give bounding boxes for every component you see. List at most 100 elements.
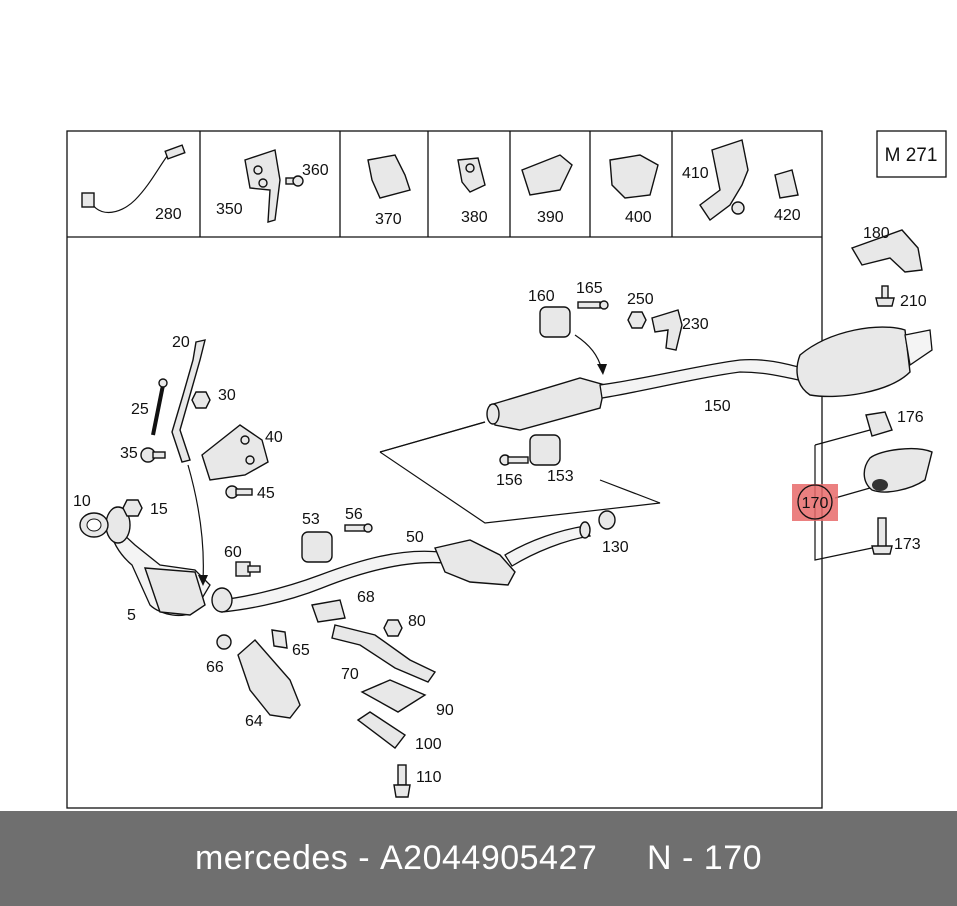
header-label-280: 280 [155, 206, 182, 223]
footer-banner: mercedes - A2044905427 N - 170 [0, 811, 957, 906]
bolt-56-drawing [344, 523, 373, 533]
rod-25-drawing [151, 378, 168, 436]
header-label-420: 420 [774, 207, 801, 224]
bracket-410-drawing [699, 139, 749, 222]
gasket-10-drawing [79, 512, 109, 538]
bracket-350-drawing [244, 149, 281, 223]
clamp-130-drawing [598, 510, 616, 530]
bracket-65-drawing [271, 629, 288, 649]
callout-173[interactable]: 173 [894, 536, 921, 553]
callout-250[interactable]: 250 [627, 291, 654, 308]
callout-210[interactable]: 210 [900, 293, 927, 310]
callout-100[interactable]: 100 [415, 736, 442, 753]
footer-separator: - [358, 839, 371, 877]
callout-70[interactable]: 70 [341, 666, 359, 683]
header-label-380: 380 [461, 209, 488, 226]
callout-20[interactable]: 20 [172, 334, 190, 351]
bolt-60-drawing [235, 561, 261, 577]
footer-position: N - 170 [647, 839, 763, 877]
nut-15-drawing [122, 499, 143, 517]
callout-53[interactable]: 53 [302, 511, 320, 528]
intermediate-pipe-50-drawing [211, 521, 591, 613]
bolt-45-drawing [225, 485, 253, 499]
header-label-400: 400 [625, 209, 652, 226]
tail-pipe-170-drawing [863, 447, 933, 493]
footer-brand: mercedes [194, 839, 349, 877]
bolt-156-drawing [499, 454, 529, 466]
hanger-153-drawing [529, 434, 561, 466]
callout-153[interactable]: 153 [547, 468, 574, 485]
bolt-210-drawing [875, 285, 895, 307]
callout-40[interactable]: 40 [265, 429, 283, 446]
callout-5[interactable]: 5 [127, 607, 136, 624]
bracket-400-drawing [609, 154, 659, 199]
strap-70-drawing [331, 624, 437, 683]
nut-250-drawing [627, 311, 647, 329]
callout-176[interactable]: 176 [897, 409, 924, 426]
nut-66-drawing [216, 634, 232, 650]
mount-100-drawing [356, 711, 407, 749]
callout-60[interactable]: 60 [224, 544, 242, 561]
bolt-35-drawing [140, 447, 166, 463]
callout-150[interactable]: 150 [704, 398, 731, 415]
callout-80[interactable]: 80 [408, 613, 426, 630]
hanger-160-drawing [539, 306, 571, 338]
clip-176-drawing [865, 411, 893, 437]
bracket-40-drawing [201, 424, 269, 481]
clip-420-drawing [774, 169, 799, 199]
callout-circle-170 [797, 484, 833, 520]
bolt-360-drawing [285, 175, 304, 187]
bolt-173-drawing [871, 517, 893, 555]
highlight-box [792, 484, 838, 521]
footer-part-number: A2044905427 [380, 839, 598, 877]
callout-170[interactable]: 170 [802, 495, 829, 512]
callout-65[interactable]: 65 [292, 642, 310, 659]
clamp-380-drawing [457, 157, 486, 193]
callout-35[interactable]: 35 [120, 445, 138, 462]
header-label-390: 390 [537, 209, 564, 226]
oxygen-sensor-drawing [81, 144, 186, 213]
header-label-410: 410 [682, 165, 709, 182]
bolt-165-drawing [577, 300, 609, 310]
nut-30-drawing [191, 391, 211, 409]
header-label-350: 350 [216, 201, 243, 218]
bolt-110-drawing [393, 764, 411, 798]
exhaust-system-diagram: M 271 280 350 360 370 [66, 130, 947, 809]
bracket-180-drawing [850, 229, 923, 273]
callout-30[interactable]: 30 [218, 387, 236, 404]
model-code: M 271 [885, 145, 938, 166]
callout-25[interactable]: 25 [131, 401, 149, 418]
callout-45[interactable]: 45 [257, 485, 275, 502]
model-code-box [876, 130, 947, 178]
callout-160[interactable]: 160 [528, 288, 555, 305]
gasket-90-drawing [360, 679, 427, 713]
callout-66[interactable]: 66 [206, 659, 224, 676]
diagram-frame [66, 130, 823, 809]
clamp-370-drawing [367, 154, 411, 199]
callout-56[interactable]: 56 [345, 506, 363, 523]
center-muffler-drawing [486, 359, 811, 431]
callout-110[interactable]: 110 [416, 769, 442, 786]
downpipe-catalyst-drawing [105, 506, 211, 617]
callout-50[interactable]: 50 [406, 529, 424, 546]
callout-230[interactable]: 230 [682, 316, 709, 333]
callout-15[interactable]: 15 [150, 501, 168, 518]
callout-64[interactable]: 64 [245, 713, 263, 730]
callout-90[interactable]: 90 [436, 702, 454, 719]
header-label-360: 360 [302, 162, 329, 179]
callout-10[interactable]: 10 [73, 493, 91, 510]
callout-156[interactable]: 156 [496, 472, 523, 489]
bracket-230-drawing [651, 309, 683, 351]
callout-180[interactable]: 180 [863, 225, 890, 242]
hanger-53-drawing [301, 531, 333, 563]
nut-80-drawing [383, 619, 403, 637]
bracket-390-drawing [521, 154, 573, 196]
callout-165[interactable]: 165 [576, 280, 603, 297]
callout-130[interactable]: 130 [602, 539, 629, 556]
heat-shield-64-drawing [237, 639, 301, 719]
callout-68[interactable]: 68 [357, 589, 375, 606]
header-label-370: 370 [375, 211, 402, 228]
rear-muffler-drawing [796, 326, 933, 398]
bracket-68-drawing [311, 599, 346, 623]
strap-20-drawing [171, 339, 206, 463]
